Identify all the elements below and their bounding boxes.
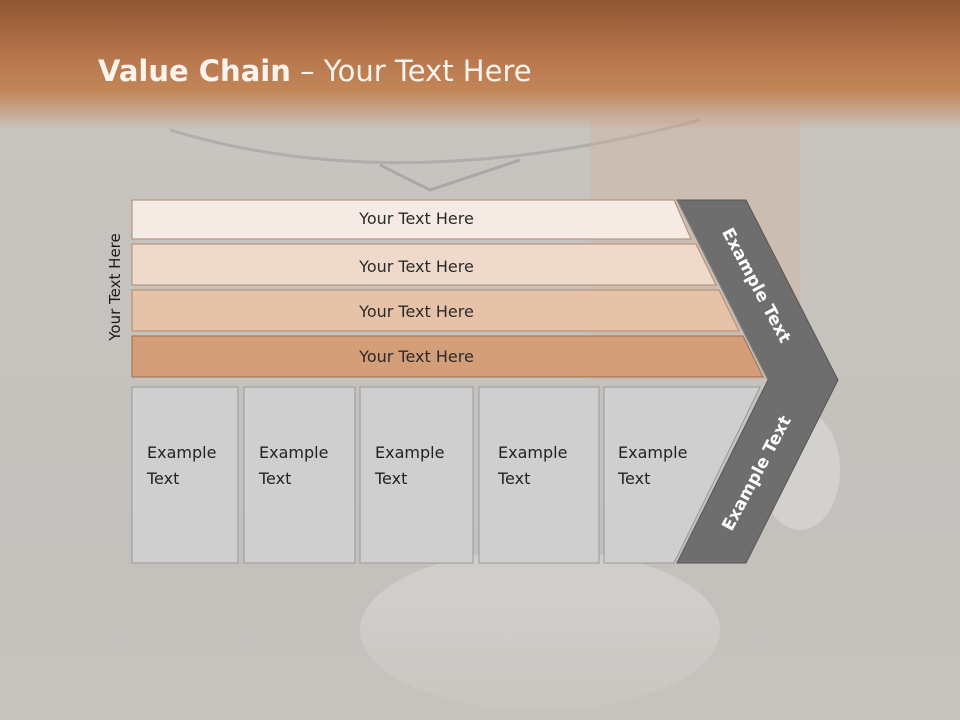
primary-box-1[interactable]	[131, 386, 239, 564]
primary-box-3[interactable]	[359, 386, 474, 564]
title-bar	[0, 0, 960, 130]
primary-box-1-line1: Example	[147, 443, 217, 462]
primary-box-3-line1: Example	[375, 443, 445, 462]
support-bar-1[interactable]	[131, 199, 692, 240]
support-bar-3[interactable]	[131, 289, 740, 332]
primary-box-4[interactable]	[478, 386, 600, 564]
primary-box-2-line2: Text	[259, 469, 292, 488]
primary-box-4-line1: Example	[498, 443, 568, 462]
bottom-fade	[0, 600, 960, 720]
primary-box-5-line1: Example	[618, 443, 688, 462]
support-bar-4[interactable]	[131, 335, 764, 378]
title-rest: – Your Text Here	[290, 54, 532, 88]
primary-box-3-line2: Text	[375, 469, 408, 488]
primary-box-5[interactable]	[603, 386, 761, 564]
support-bar-2-label: Your Text Here	[359, 257, 474, 276]
primary-box-2-line1: Example	[259, 443, 329, 462]
page-title: Value Chain – Your Text Here	[98, 54, 532, 88]
primary-box-2[interactable]	[243, 386, 356, 564]
primary-box-4-line2: Text	[498, 469, 531, 488]
support-bar-4-label: Your Text Here	[359, 347, 474, 366]
support-bar-2[interactable]	[131, 243, 717, 286]
support-bar-3-label: Your Text Here	[359, 302, 474, 321]
primary-box-5-line2: Text	[618, 469, 651, 488]
title-bold: Value Chain	[98, 54, 291, 88]
primary-box-1-line2: Text	[147, 469, 180, 488]
support-bar-1-label: Your Text Here	[359, 209, 474, 228]
